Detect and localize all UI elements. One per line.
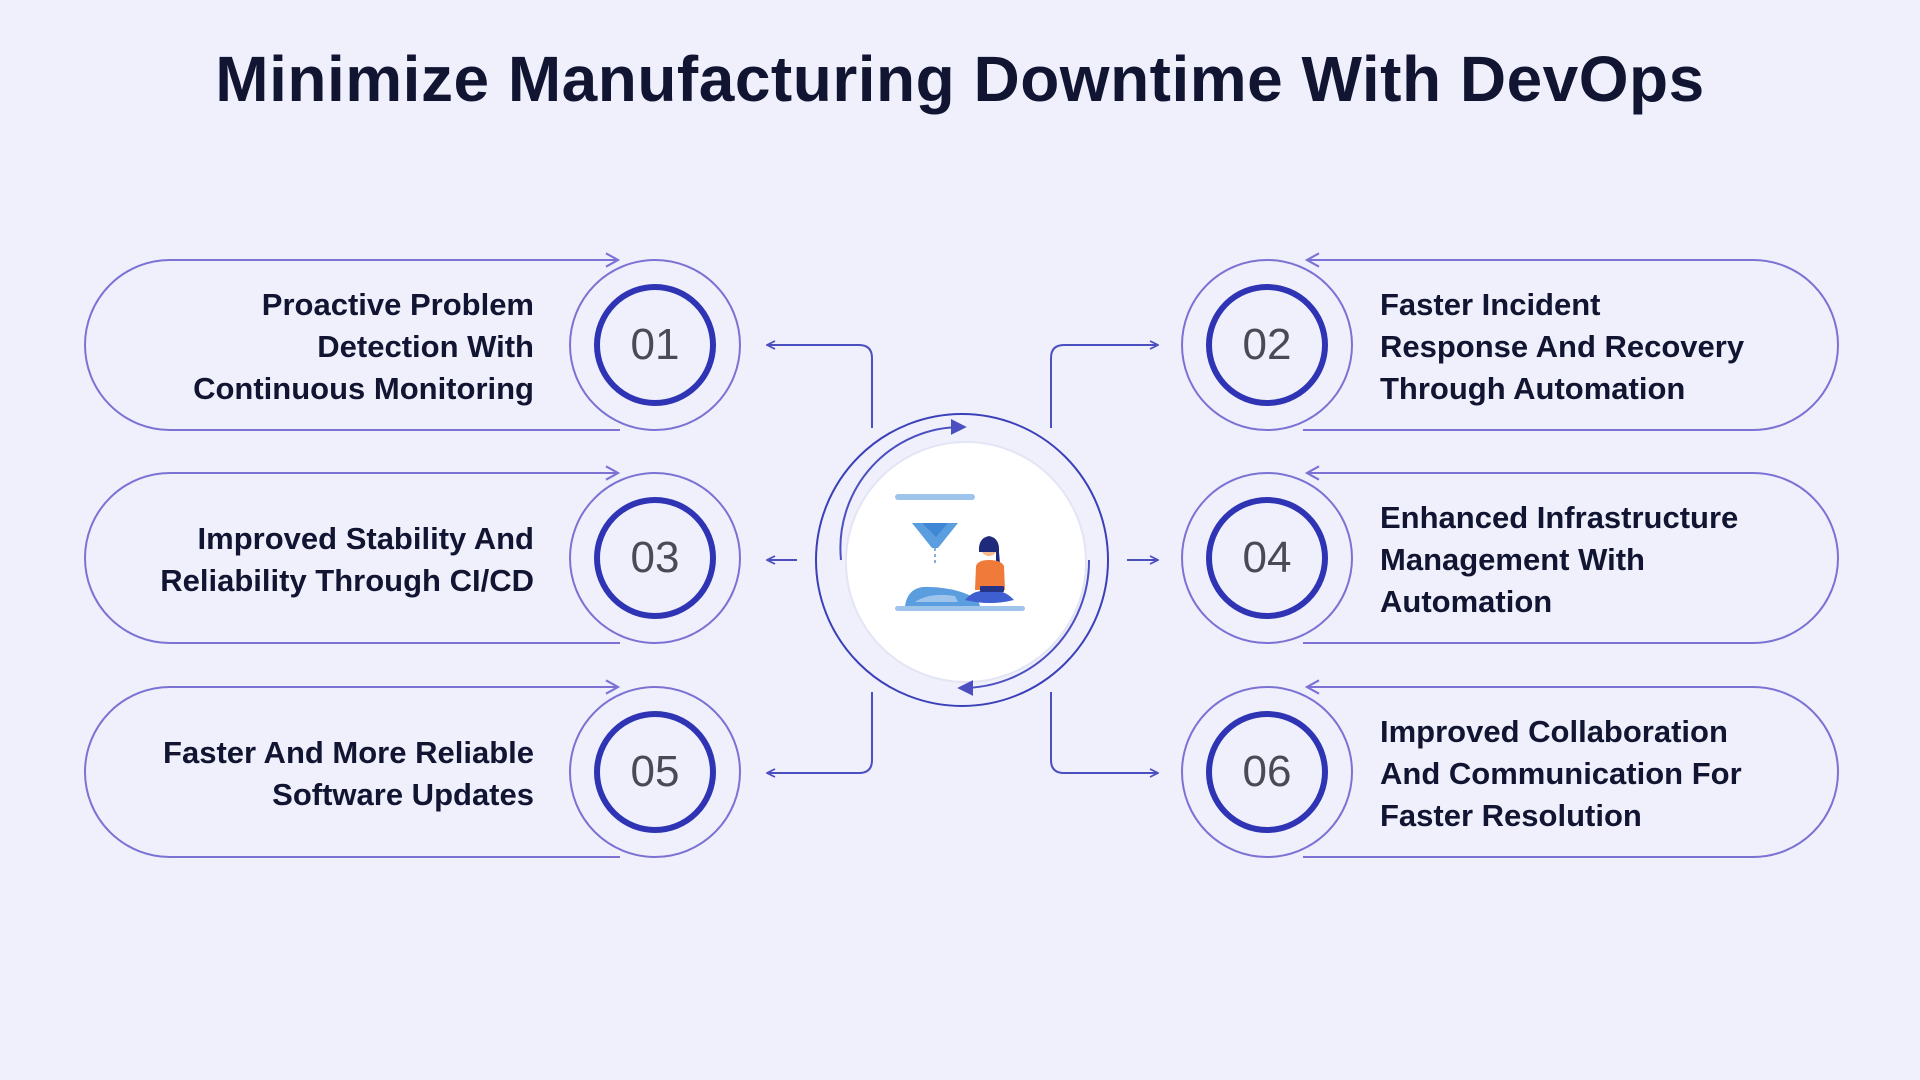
card-01-outline: [84, 252, 741, 431]
card-03-outline: [84, 465, 741, 644]
step-03-number: 03: [630, 533, 680, 582]
card-02-outline: [1181, 252, 1839, 431]
connector-arrows: [768, 345, 1157, 773]
step-02-number: 02: [1242, 320, 1292, 369]
step-02-text: Faster Incident Response And Recovery Th…: [1380, 287, 1745, 406]
card-05-outline: [84, 679, 741, 858]
step-06-number: 06: [1242, 747, 1292, 796]
center-hub: [815, 413, 1109, 707]
page-title: Minimize Manufacturing Downtime With Dev…: [215, 43, 1705, 115]
step-05-number: 05: [630, 747, 680, 796]
hourglass-with-person-icon: [895, 494, 1025, 611]
card-04-outline: [1181, 465, 1839, 644]
step-05-text: Faster And More Reliable Software Update…: [163, 735, 534, 812]
step-01-number: 01: [630, 320, 680, 369]
step-04-number: 04: [1242, 533, 1292, 582]
step-04-text: Enhanced Infrastructure Management With …: [1380, 500, 1739, 619]
step-01-text: Proactive Problem Detection With Continu…: [193, 287, 534, 406]
step-03-text: Improved Stability And Reliability Throu…: [160, 521, 534, 598]
card-06-outline: [1181, 679, 1839, 858]
step-06-text: Improved Collaboration And Communication…: [1380, 714, 1742, 833]
